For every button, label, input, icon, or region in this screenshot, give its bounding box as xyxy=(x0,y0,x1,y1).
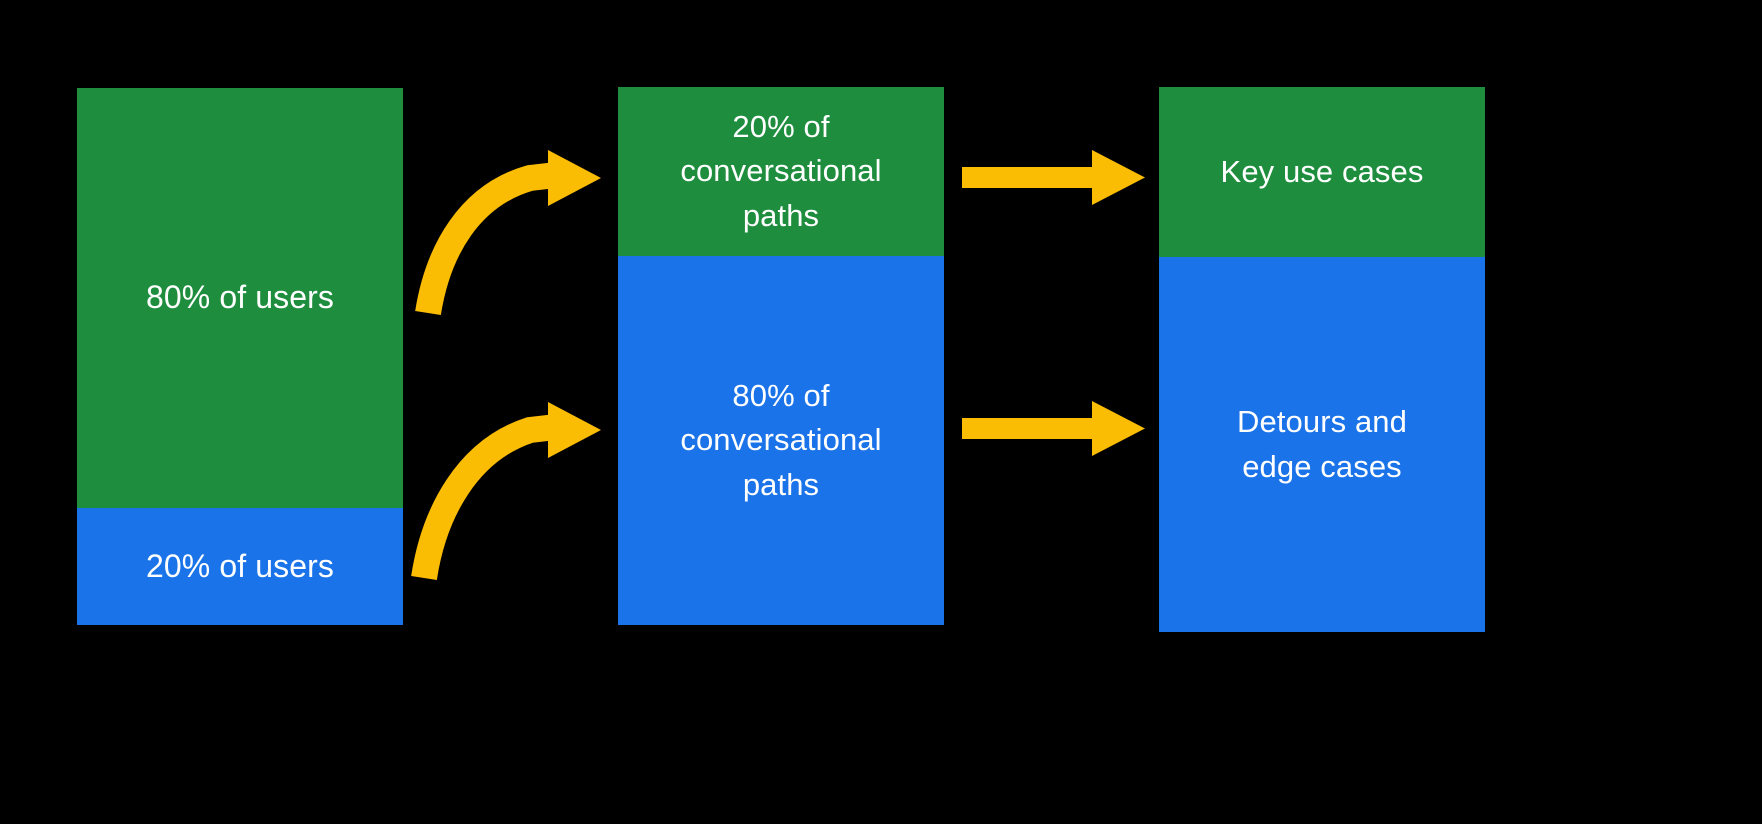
bar-segment-label: Detours and edge cases xyxy=(1237,404,1407,484)
bar-segment-users-green: 80% of users xyxy=(77,88,403,508)
bar-segment-label: Key use cases xyxy=(1220,153,1424,189)
bar-segment-users-blue: 20% of users xyxy=(77,508,403,625)
bar-segment-label: 20% of users xyxy=(146,547,334,584)
curved-lower-arrow-icon xyxy=(411,402,601,581)
bar-stack-use-cases: Key use cases Detours and edge cases xyxy=(1159,87,1485,632)
bar-segment-paths-blue: 80% of conversational paths xyxy=(618,256,944,625)
bar-segment-cases-blue: Detours and edge cases xyxy=(1159,257,1485,632)
straight-upper-arrow-icon xyxy=(962,150,1145,205)
curved-upper-arrow-icon xyxy=(415,150,601,316)
straight-lower-arrow-icon xyxy=(962,401,1145,456)
bar-segment-label: 80% of conversational paths xyxy=(680,378,882,502)
bar-stack-users: 80% of users 20% of users xyxy=(77,88,403,625)
bar-segment-label: 20% of conversational paths xyxy=(680,109,882,233)
bar-segment-label: 80% of users xyxy=(146,279,334,316)
bar-stack-conversational-paths: 20% of conversational paths 80% of conve… xyxy=(618,87,944,625)
bar-segment-cases-green: Key use cases xyxy=(1159,87,1485,257)
bar-segment-paths-green: 20% of conversational paths xyxy=(618,87,944,256)
